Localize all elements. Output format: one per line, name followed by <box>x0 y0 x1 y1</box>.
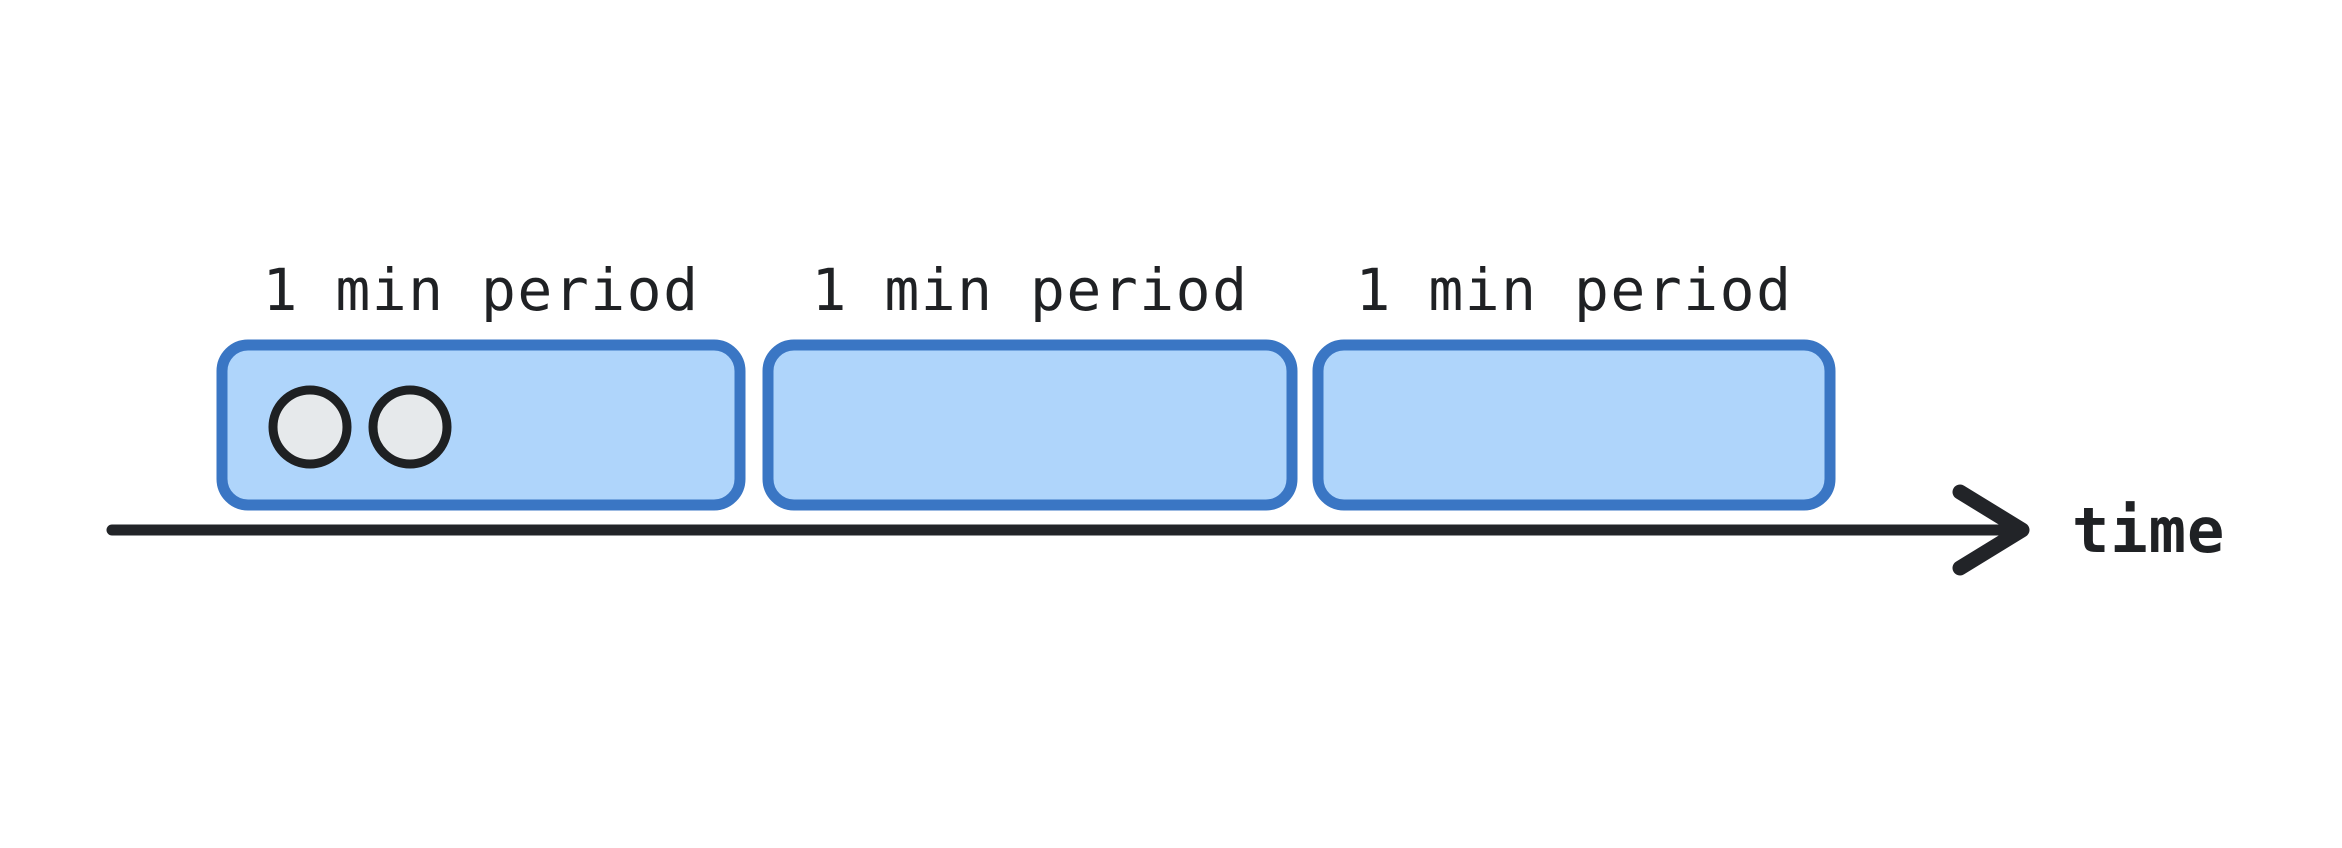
arrow-right-icon <box>1952 484 2030 576</box>
period-group-1[interactable]: 1 min period <box>216 256 746 511</box>
period-group-2[interactable]: 1 min period <box>762 256 1298 511</box>
period-box-2[interactable] <box>762 339 1298 511</box>
period-box-3[interactable] <box>1312 339 1836 511</box>
time-axis: time <box>106 484 2225 576</box>
period-group-3[interactable]: 1 min period <box>1312 256 1836 511</box>
request-marker-icon[interactable] <box>268 385 352 469</box>
time-axis-label: time <box>2072 494 2225 567</box>
period-box-1[interactable] <box>216 339 746 511</box>
period-label-3: 1 min period <box>1355 256 1792 324</box>
period-label-1: 1 min period <box>262 256 699 324</box>
period-label-2: 1 min period <box>811 256 1248 324</box>
request-marker-icon[interactable] <box>368 385 452 469</box>
